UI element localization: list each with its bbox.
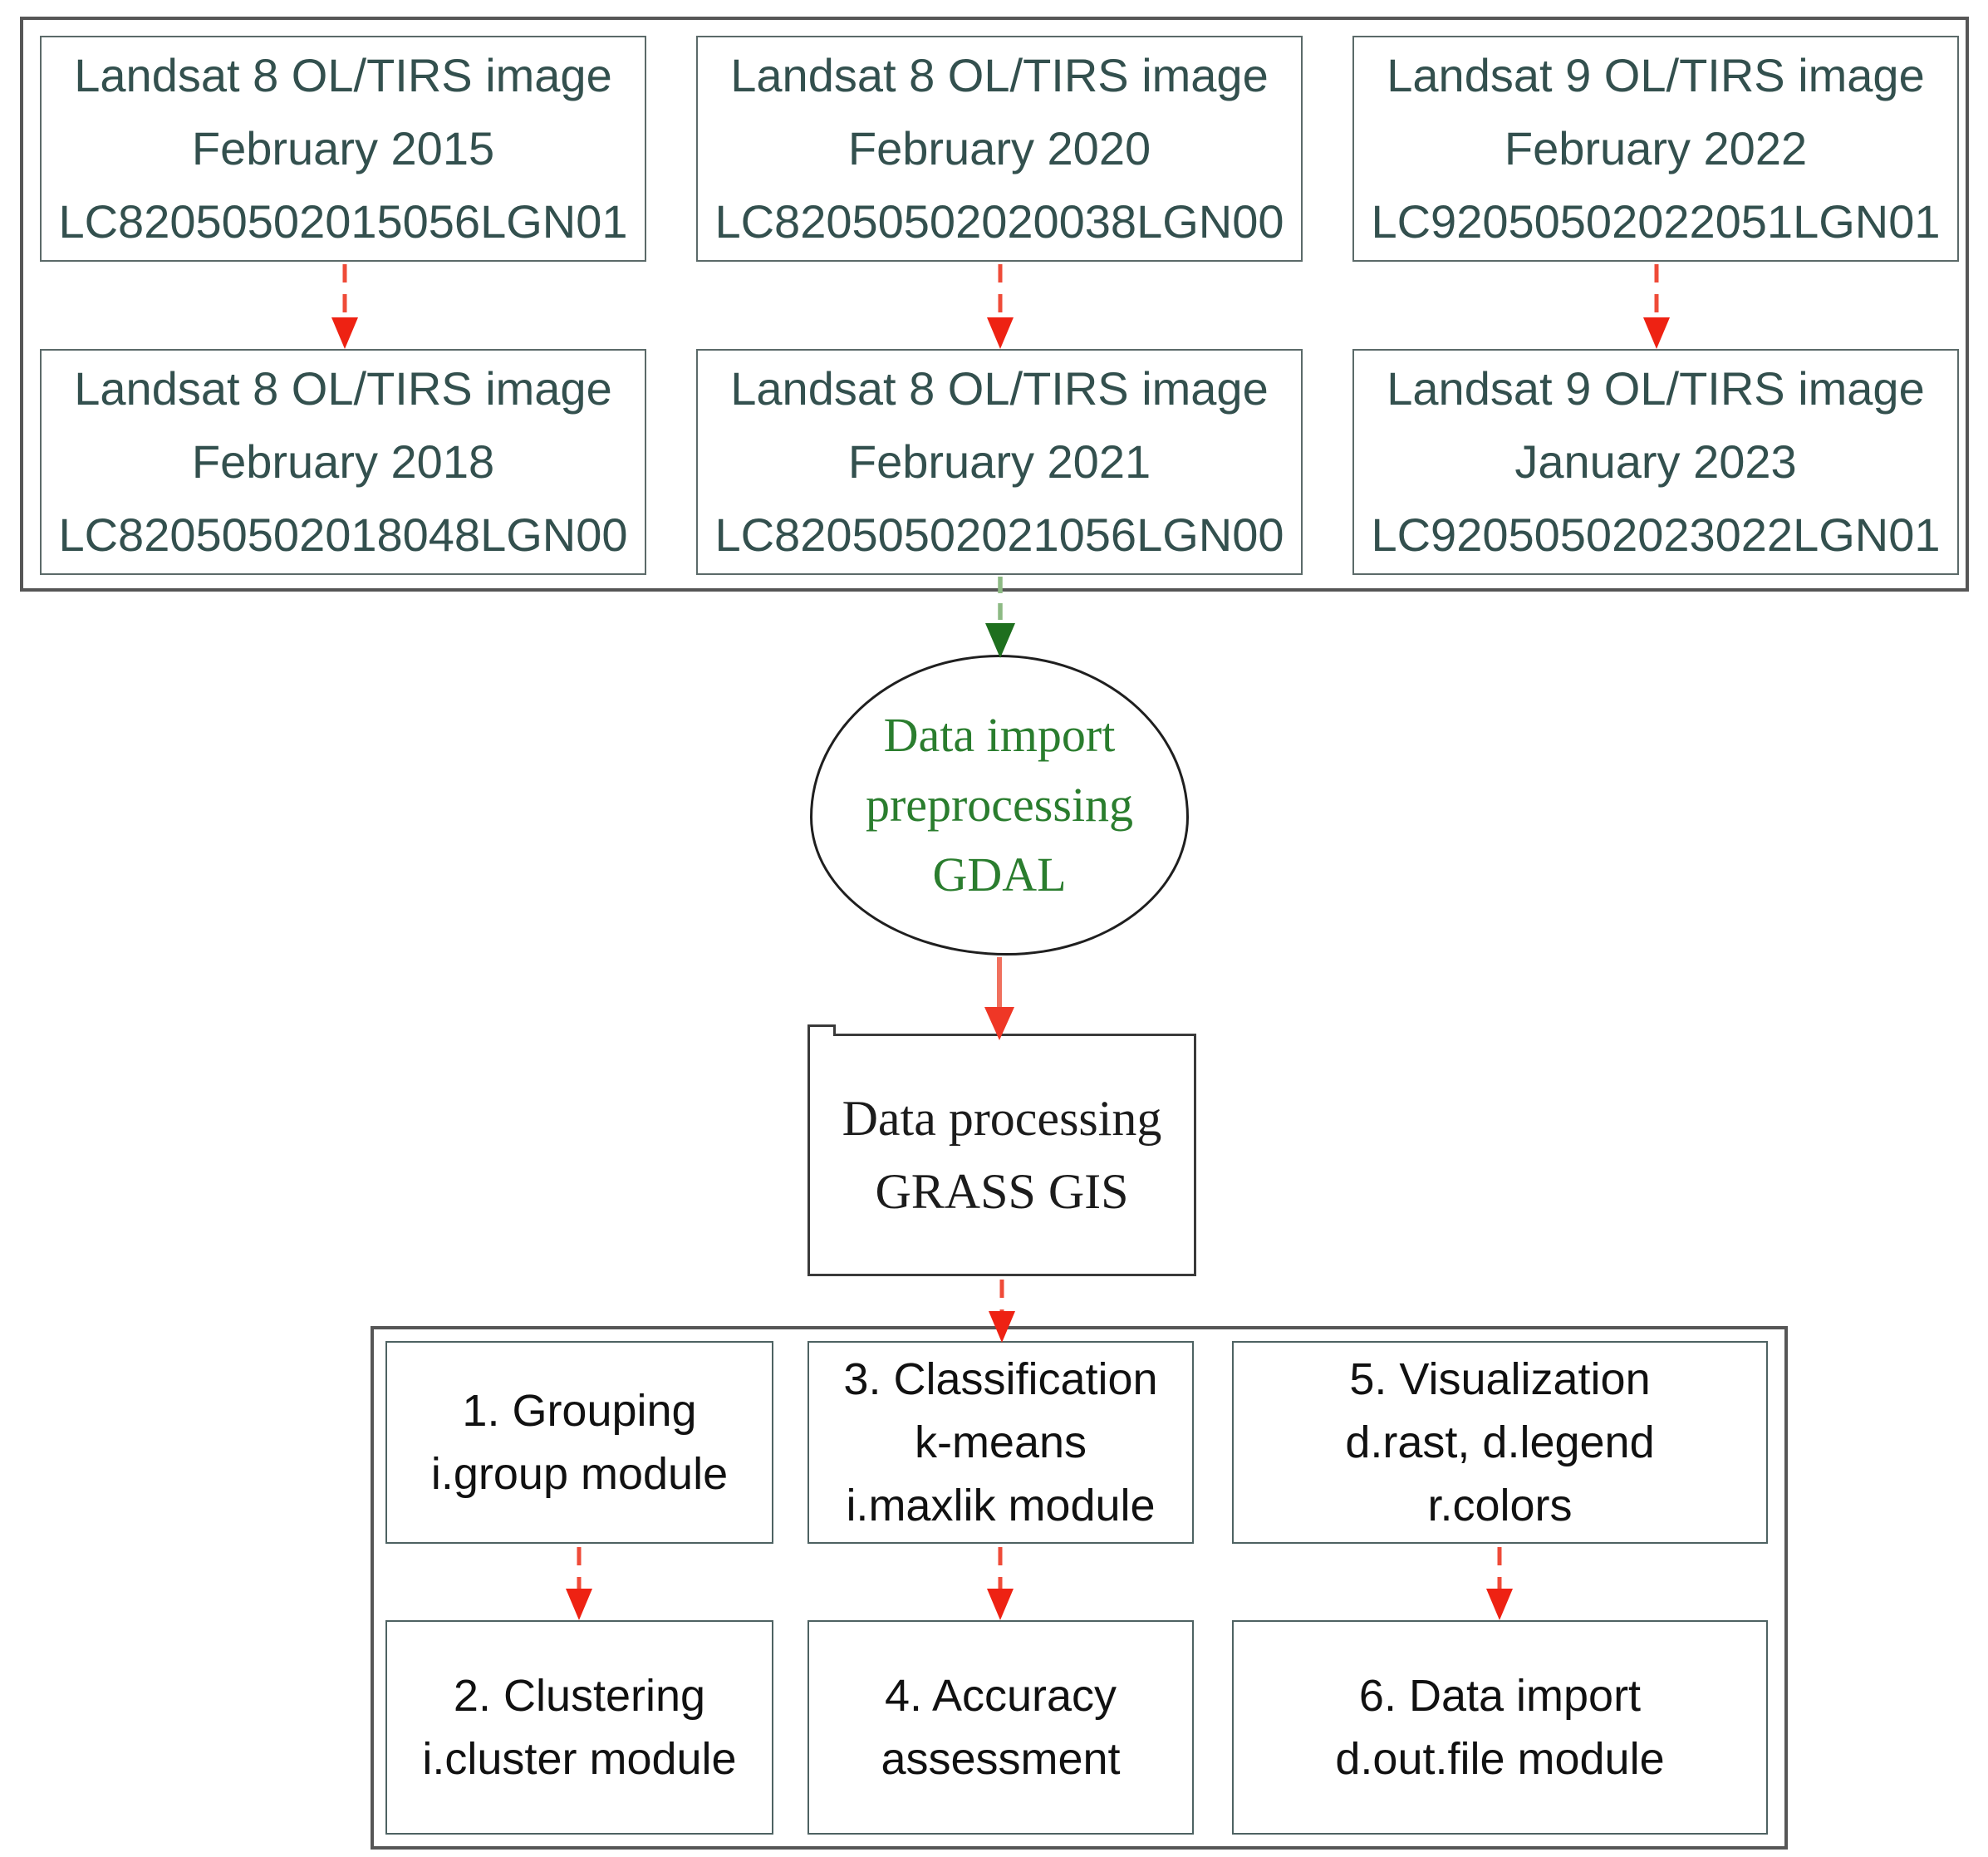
box-line: i.cluster module xyxy=(422,1734,737,1784)
step-box-5-visualization: 5. Visualization d.rast, d.legend r.colo… xyxy=(1232,1341,1768,1544)
box-line: February 2022 xyxy=(1504,122,1808,174)
box-line: 5. Visualization xyxy=(1349,1354,1651,1404)
node-line: GDAL xyxy=(932,847,1067,901)
node-line: preprocessing xyxy=(865,778,1134,832)
box-line: Landsat 9 OL/TIRS image xyxy=(1387,49,1925,101)
sat-box-2022: Landsat 9 OL/TIRS image February 2022 LC… xyxy=(1352,36,1959,262)
box-line: January 2023 xyxy=(1514,435,1797,488)
box-line: d.rast, d.legend xyxy=(1345,1417,1655,1467)
sat-box-2023: Landsat 9 OL/TIRS image January 2023 LC9… xyxy=(1352,349,1959,575)
box-line: LC82050502020038LGN00 xyxy=(714,195,1284,248)
box-line: r.colors xyxy=(1427,1481,1573,1530)
step-box-4-accuracy: 4. Accuracy assessment xyxy=(807,1620,1194,1835)
box-line: 3. Classification xyxy=(843,1354,1158,1404)
sat-box-2020: Landsat 8 OL/TIRS image February 2020 LC… xyxy=(696,36,1303,262)
box-line: February 2015 xyxy=(191,122,495,174)
step-box-6-data-import: 6. Data import d.out.file module xyxy=(1232,1620,1768,1835)
box-line: Landsat 8 OL/TIRS image xyxy=(74,362,612,415)
node-line: Data processing xyxy=(842,1091,1162,1146)
box-line: Landsat 8 OL/TIRS image xyxy=(74,49,612,101)
box-line: d.out.file module xyxy=(1335,1734,1665,1784)
step-box-2-clustering: 2. Clustering i.cluster module xyxy=(385,1620,773,1835)
box-line: i.maxlik module xyxy=(846,1481,1156,1530)
step-box-3-classification: 3. Classification k-means i.maxlik modul… xyxy=(807,1341,1194,1544)
step-box-1-grouping: 1. Grouping i.group module xyxy=(385,1341,773,1544)
box-line: 6. Data import xyxy=(1358,1671,1642,1721)
box-line: LC92050502023022LGN01 xyxy=(1371,508,1941,561)
box-line: February 2021 xyxy=(847,435,1151,488)
box-line: k-means xyxy=(914,1417,1087,1467)
grass-processing-node: Data processing GRASS GIS xyxy=(807,1024,1196,1276)
box-line: February 2018 xyxy=(191,435,495,488)
box-line: 1. Grouping xyxy=(462,1386,697,1436)
box-line: LC82050502021056LGN00 xyxy=(714,508,1284,561)
box-line: 4. Accuracy xyxy=(884,1671,1117,1721)
box-line: LC82050502018048LGN00 xyxy=(58,508,628,561)
node-line: GRASS GIS xyxy=(875,1164,1129,1219)
box-line: Landsat 8 OL/TIRS image xyxy=(730,362,1269,415)
box-line: assessment xyxy=(881,1734,1121,1784)
node-line: Data import xyxy=(883,708,1116,762)
sat-box-2021: Landsat 8 OL/TIRS image February 2021 LC… xyxy=(696,349,1303,575)
box-line: 2. Clustering xyxy=(453,1671,706,1721)
sat-box-2018: Landsat 8 OL/TIRS image February 2018 LC… xyxy=(40,349,646,575)
box-line: LC92050502022051LGN01 xyxy=(1371,195,1941,248)
box-line: Landsat 8 OL/TIRS image xyxy=(730,49,1269,101)
package-tab xyxy=(807,1024,836,1036)
arrow-gdal-to-grass xyxy=(984,957,1014,1040)
sat-box-2015: Landsat 8 OL/TIRS image February 2015 LC… xyxy=(40,36,646,262)
box-line: i.group module xyxy=(430,1449,729,1499)
box-line: Landsat 9 OL/TIRS image xyxy=(1387,362,1925,415)
box-line: February 2020 xyxy=(847,122,1151,174)
gdal-import-node: Data import preprocessing GDAL xyxy=(810,655,1189,956)
box-line: LC82050502015056LGN01 xyxy=(58,195,628,248)
